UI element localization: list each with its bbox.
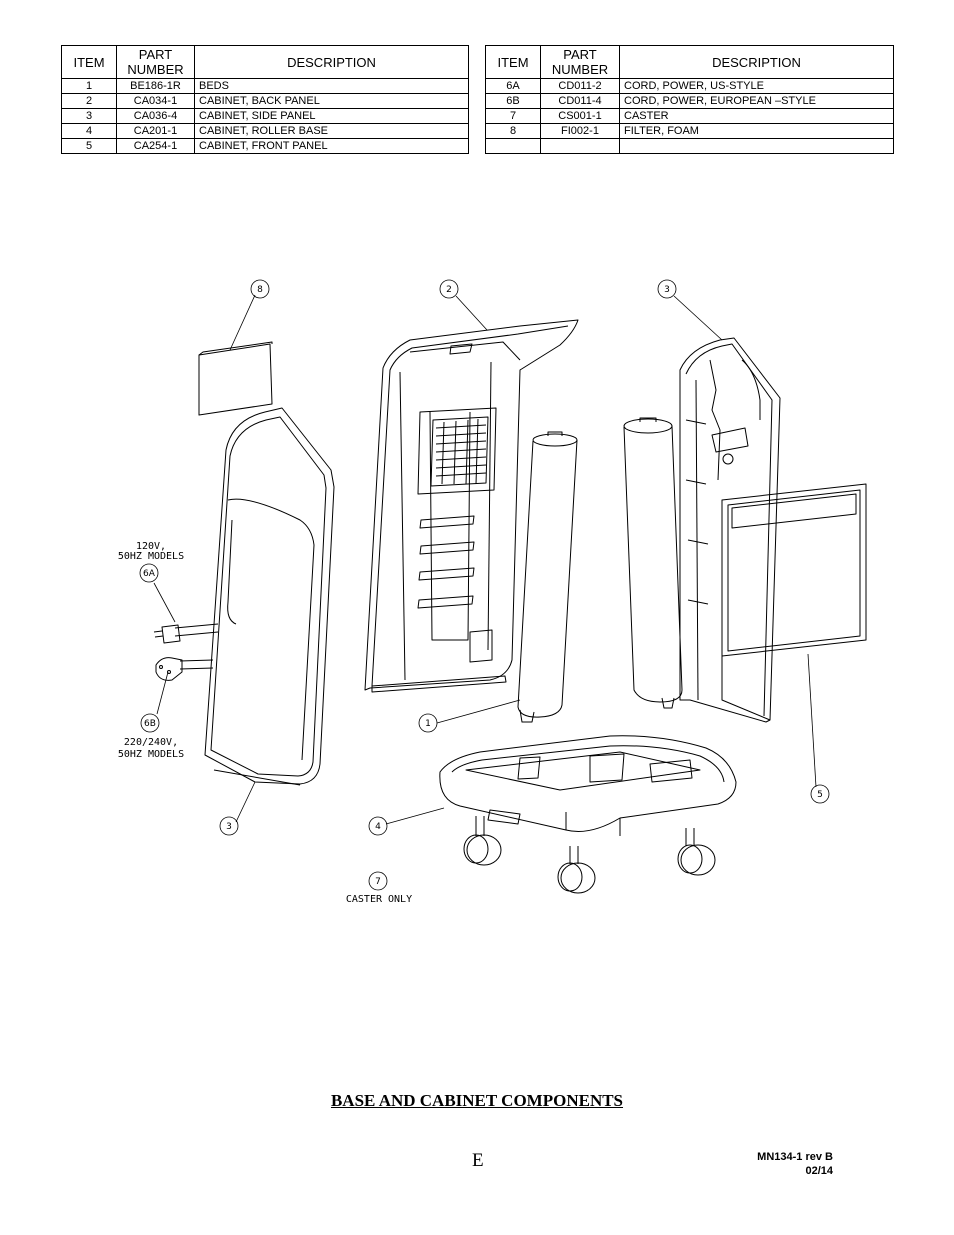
header-part-number: PART NUMBER (116, 45, 195, 79)
back-panel-drawing (364, 319, 579, 693)
parts-table-left: ITEM PART NUMBER DESCRIPTION 1 BE186-1R … (61, 45, 469, 154)
table-row: 6A CD011-2 CORD, POWER, US-STYLE (485, 78, 894, 94)
table-header-row: ITEM PART NUMBER DESCRIPTION (61, 45, 469, 79)
callout-2: 2 (439, 279, 459, 299)
callout-5: 5 (810, 784, 830, 804)
parts-table-right: ITEM PART NUMBER DESCRIPTION 6A CD011-2 … (485, 45, 894, 154)
front-panel-drawing (721, 483, 867, 721)
page-title: BASE AND CABINET COMPONENTS (0, 1091, 954, 1111)
document-id: MN134-1 rev B 02/14 (757, 1150, 833, 1178)
cell-part-number: CD011-4 (540, 93, 620, 109)
header-description: DESCRIPTION (194, 45, 469, 79)
side-panel-front-drawing (204, 407, 335, 786)
table-row: 5 CA254-1 CABINET, FRONT PANEL (61, 138, 469, 154)
callout-6b: 6B (140, 713, 160, 733)
side-panel-interior-drawing (679, 337, 781, 723)
diagram-annotations: 120V, 50HZ MODELS 220/240V, 50HZ MODELS … (118, 541, 412, 905)
table-header-row: ITEM PART NUMBER DESCRIPTION (485, 45, 894, 79)
table-row: 4 CA201-1 CABINET, ROLLER BASE (61, 123, 469, 139)
svg-text:5: 5 (817, 790, 823, 800)
foam-filter-drawing (198, 341, 273, 416)
cell-description: CABINET, FRONT PANEL (194, 138, 469, 154)
caster-note-label: CASTER ONLY (346, 894, 412, 905)
bed-cylinder-right-drawing (623, 417, 683, 709)
svg-text:3: 3 (226, 822, 232, 832)
cell-description: CASTER (619, 108, 894, 124)
power-cords-drawing (153, 623, 219, 681)
casters-drawing (463, 816, 716, 894)
roller-base-drawing (439, 735, 737, 836)
callout-8: 8 (250, 279, 270, 299)
callout-4: 4 (368, 816, 388, 836)
table-row (485, 138, 894, 154)
cell-description: CABINET, ROLLER BASE (194, 123, 469, 139)
callout-6a: 6A (139, 563, 159, 583)
header-part-number: PART NUMBER (540, 45, 620, 79)
callout-1: 1 (418, 713, 438, 733)
table-row: 1 BE186-1R BEDS (61, 78, 469, 94)
svg-text:7: 7 (375, 877, 381, 887)
document-date: 02/14 (805, 1165, 833, 1177)
page-letter: E (472, 1150, 484, 1171)
svg-text:3: 3 (664, 285, 670, 295)
svg-text:4: 4 (375, 822, 381, 832)
callout-bubbles: 8 2 3 6A 6B 1 3 4 (139, 279, 830, 891)
page-title-text: BASE AND CABINET COMPONENTS (330, 1091, 624, 1110)
cell-description (619, 138, 894, 154)
cell-description: CORD, POWER, US-STYLE (619, 78, 894, 94)
svg-text:1: 1 (425, 719, 431, 729)
cell-item: 5 (61, 138, 117, 154)
svg-text:6B: 6B (144, 719, 156, 729)
bed-cylinder-left-drawing (517, 431, 578, 723)
callout-3-right: 3 (657, 279, 677, 299)
svg-text:2: 2 (446, 285, 452, 295)
svg-text:8: 8 (257, 285, 263, 295)
eu-cord-label-line2: 50HZ MODELS (118, 749, 184, 760)
cell-part-number: BE186-1R (116, 78, 195, 94)
document-revision: MN134-1 rev B (757, 1151, 833, 1163)
leader-lines (153, 294, 817, 825)
table-row: 8 FI002-1 FILTER, FOAM (485, 123, 894, 139)
us-cord-label-line1: 120V, (136, 541, 166, 552)
cell-part-number: CA254-1 (116, 138, 195, 154)
callout-3-left: 3 (219, 816, 239, 836)
us-cord-label-line2: 50HZ MODELS (118, 551, 184, 562)
svg-text:6A: 6A (143, 569, 156, 579)
callout-7: 7 (368, 871, 388, 891)
eu-cord-label-line1: 220/240V, (124, 737, 178, 748)
header-item: ITEM (61, 45, 117, 79)
